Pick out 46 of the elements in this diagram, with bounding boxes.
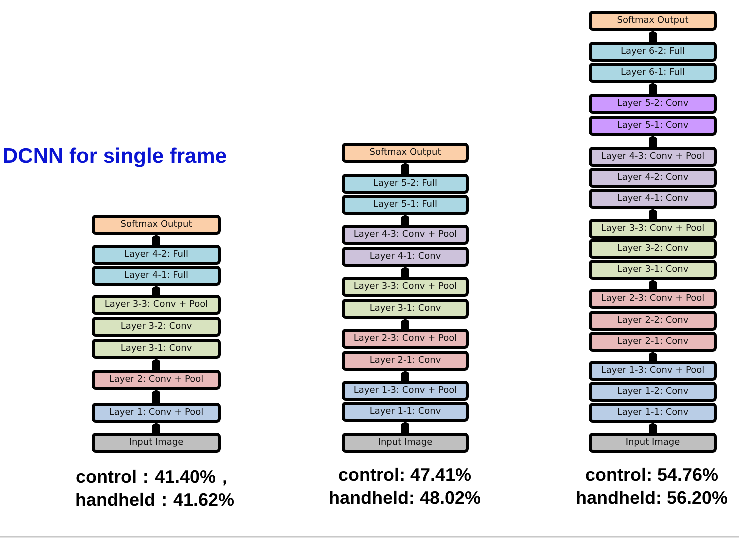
accuracy-text: control：41.40%， bbox=[76, 466, 234, 489]
layer-box: Layer 4-3: Conv + Pool bbox=[589, 147, 717, 167]
layer-box: Layer 6-1: Full bbox=[589, 63, 717, 83]
accuracy-text: handheld：41.62% bbox=[75, 489, 235, 512]
layer-box: Softmax Output bbox=[92, 215, 221, 235]
layer-box: Layer 3-1: Conv bbox=[342, 299, 469, 319]
layer-box: Layer 1-3: Conv + Pool bbox=[589, 361, 717, 381]
layer-box: Layer 2: Conv + Pool bbox=[92, 370, 221, 390]
layer-box: Input Image bbox=[92, 433, 221, 453]
layer-box: Layer 3-2: Conv bbox=[589, 239, 717, 259]
layer-box: Layer 1: Conv + Pool bbox=[92, 403, 221, 423]
layer-box: Input Image bbox=[342, 433, 469, 453]
accuracy-text: control: 54.76% bbox=[585, 465, 719, 486]
layer-box: Layer 4-2: Full bbox=[92, 245, 221, 265]
layer-box: Layer 3-3: Conv + Pool bbox=[342, 277, 469, 297]
accuracy-text: handheld: 56.20% bbox=[576, 488, 728, 509]
layer-box: Layer 5-2: Full bbox=[342, 174, 469, 194]
layer-box: Layer 1-3: Conv + Pool bbox=[342, 381, 469, 401]
layer-box: Layer 4-1: Full bbox=[92, 266, 221, 286]
title: DCNN for single frame bbox=[3, 145, 228, 169]
accuracy-text: control: 47.41% bbox=[338, 465, 472, 486]
layer-box: Layer 4-1: Conv bbox=[589, 189, 717, 209]
accuracy-text: handheld: 48.02% bbox=[328, 488, 482, 509]
layer-box: Layer 5-1: Full bbox=[342, 195, 469, 215]
layer-box: Layer 5-2: Conv bbox=[589, 94, 717, 114]
layer-box: Layer 2-3: Conv + Pool bbox=[342, 329, 469, 349]
layer-box: Layer 4-2: Conv bbox=[589, 168, 717, 188]
layer-box: Input Image bbox=[589, 433, 717, 453]
layer-box: Layer 1-1: Conv bbox=[589, 403, 717, 423]
layer-box: Layer 1-1: Conv bbox=[342, 402, 469, 422]
layer-box: Layer 2-1: Conv bbox=[589, 332, 717, 352]
layer-box: Layer 3-1: Conv bbox=[589, 260, 717, 280]
layer-box: Layer 5-1: Conv bbox=[589, 116, 717, 136]
layer-box: Layer 3-3: Conv + Pool bbox=[92, 295, 221, 315]
layer-box: Layer 3-1: Conv bbox=[92, 339, 221, 359]
layer-box: Layer 6-2: Full bbox=[589, 42, 717, 62]
layer-box: Layer 3-2: Conv bbox=[92, 317, 221, 337]
layer-box: Softmax Output bbox=[589, 11, 717, 31]
layer-box: Softmax Output bbox=[342, 143, 469, 163]
layer-box: Layer 2-2: Conv bbox=[589, 311, 717, 331]
layer-box: Layer 4-3: Conv + Pool bbox=[342, 225, 469, 245]
layer-box: Layer 3-3: Conv + Pool bbox=[589, 219, 717, 239]
layer-box: Layer 1-2: Conv bbox=[589, 382, 717, 402]
layer-box: Layer 2-3: Conv + Pool bbox=[589, 289, 717, 309]
layer-box: Layer 4-1: Conv bbox=[342, 247, 469, 267]
layer-box: Layer 2-1: Conv bbox=[342, 351, 469, 371]
